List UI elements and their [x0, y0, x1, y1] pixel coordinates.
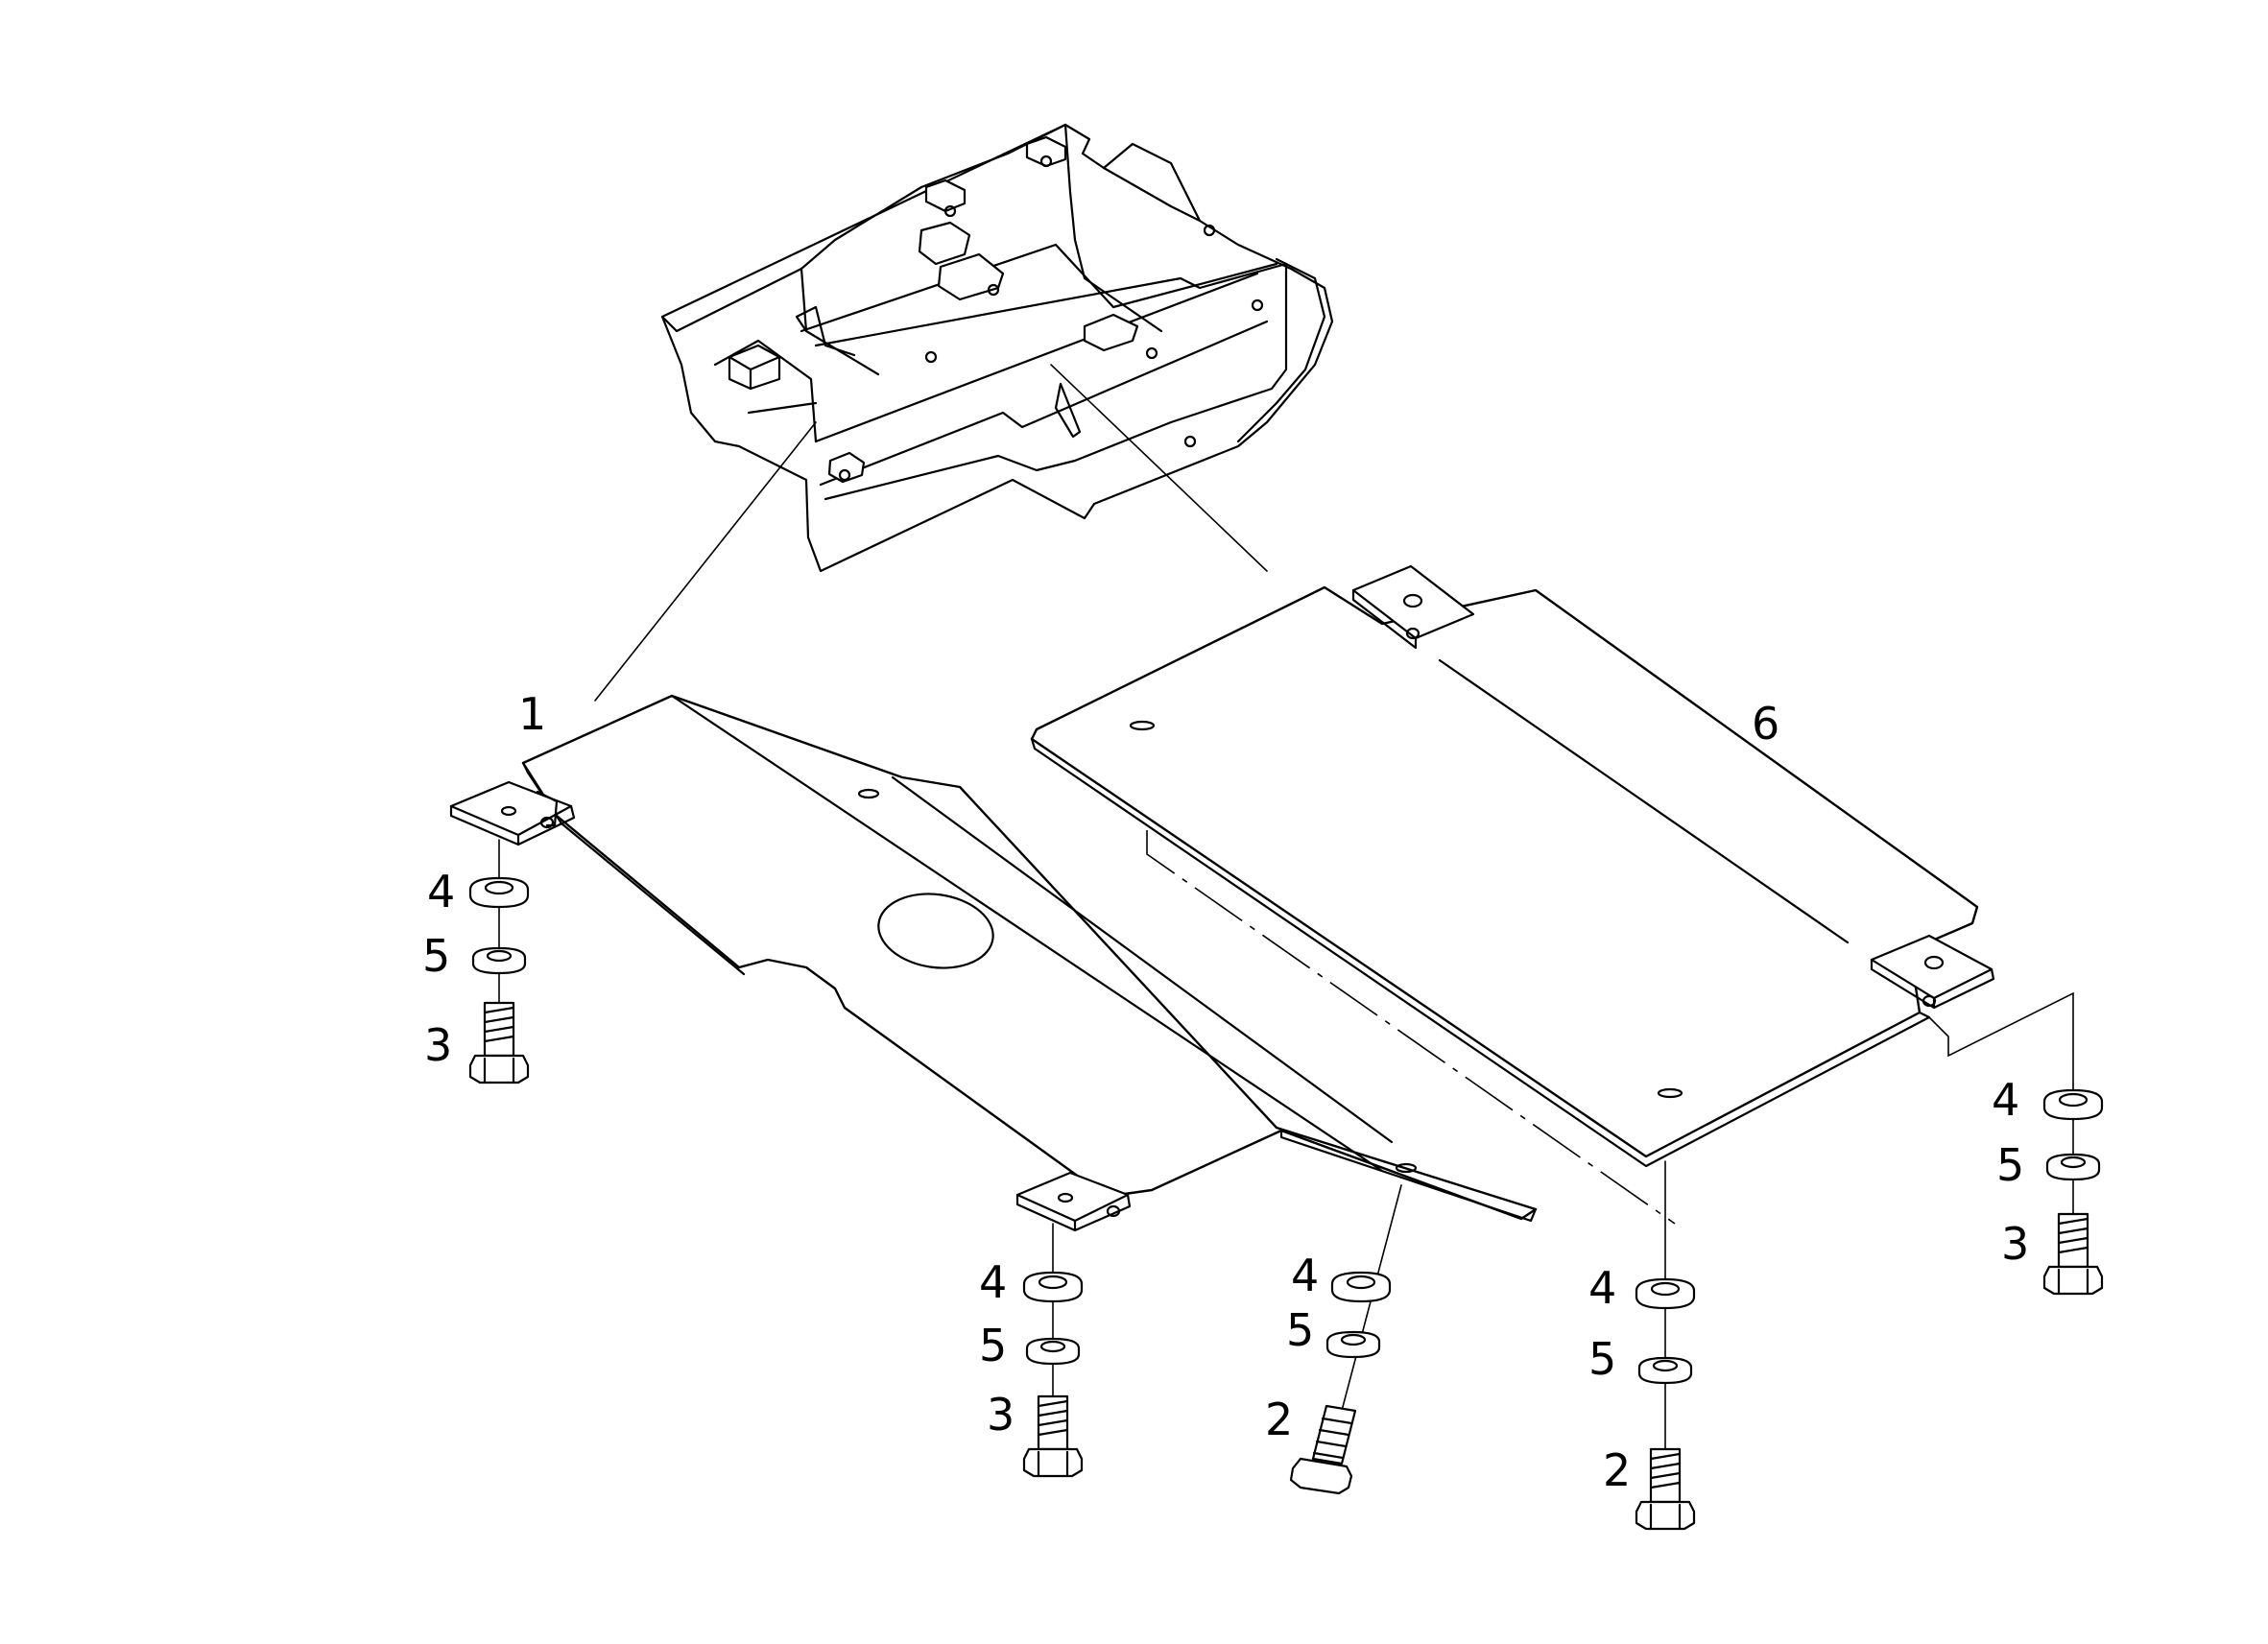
- fastener-stack-d: [1635, 1160, 1696, 1531]
- fastener-stack-e: [2042, 1084, 2104, 1296]
- callout-2: 2: [1603, 1444, 1631, 1496]
- callout-5: 5: [1286, 1304, 1314, 1356]
- callout-6: 6: [1752, 698, 1779, 750]
- callout-5: 5: [979, 1320, 1007, 1371]
- fastener-stack-a: [468, 839, 530, 1084]
- callout-4: 4: [979, 1256, 1007, 1308]
- fastener-stack-b: [1022, 1223, 1084, 1478]
- callout-3: 3: [2001, 1218, 2029, 1270]
- leader-line: [1050, 364, 1268, 572]
- fastener-stack-c: [1289, 1184, 1402, 1495]
- skid-plate-right: [1030, 564, 2074, 1225]
- callout-4: 4: [1588, 1262, 1616, 1314]
- callout-5: 5: [1996, 1139, 2024, 1191]
- callout-4: 4: [427, 866, 455, 917]
- skid-plate-left: [449, 694, 1538, 1232]
- callout-4: 4: [1992, 1074, 2019, 1126]
- callout-5: 5: [1588, 1333, 1616, 1385]
- callout-3: 3: [987, 1389, 1015, 1441]
- callout-2: 2: [1265, 1394, 1293, 1445]
- leader-line: [594, 421, 817, 702]
- callout-4: 4: [1291, 1250, 1319, 1301]
- callout-5: 5: [422, 930, 450, 982]
- chassis-frame: [660, 123, 1334, 573]
- callout-3: 3: [424, 1019, 452, 1071]
- callout-1: 1: [518, 688, 546, 740]
